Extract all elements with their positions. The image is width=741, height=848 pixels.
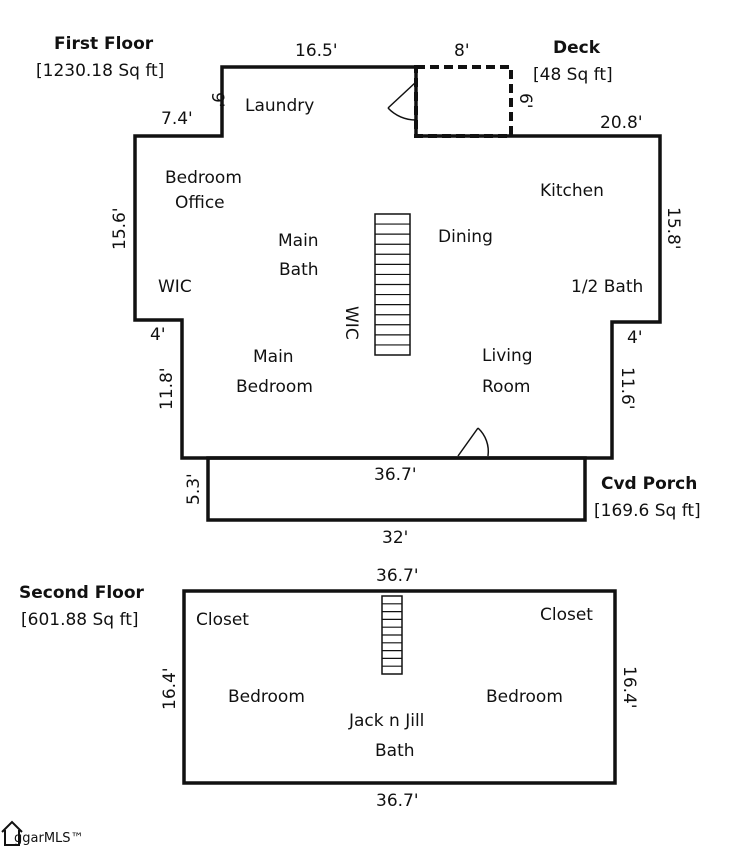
room-bedroom: Bedroom xyxy=(165,168,242,188)
dim-second-right: 16.4' xyxy=(619,666,639,709)
porch-outline xyxy=(206,456,587,522)
first-floor-title: First Floor xyxy=(54,34,154,54)
porch-title: Cvd Porch xyxy=(601,474,697,494)
dim-deck-depth: 6' xyxy=(515,93,535,109)
logo-text: ggarMLS™ xyxy=(14,831,84,846)
dim-right-step: 4' xyxy=(627,328,643,348)
room-wic-center: WIC xyxy=(341,306,361,340)
room-main-bedroom-1: Main xyxy=(253,347,294,367)
room-closet-left: Closet xyxy=(196,610,249,630)
mls-logo: ggarMLS™ xyxy=(1,820,84,846)
room-jnj-2: Bath xyxy=(375,741,415,761)
dim-second-top: 36.7' xyxy=(376,566,419,586)
porch-area: [169.6 Sq ft] xyxy=(594,501,701,521)
second-floor-area: [601.88 Sq ft] xyxy=(21,610,139,630)
dim-notch-v: 9' xyxy=(207,92,227,108)
dim-left-upper: 15.6' xyxy=(110,207,130,250)
dim-porch-depth: 5.3' xyxy=(184,473,204,505)
dim-top: 16.5' xyxy=(295,41,338,61)
room-laundry: Laundry xyxy=(245,96,314,116)
deck-outline xyxy=(414,65,513,138)
deck-title: Deck xyxy=(553,38,601,58)
dim-second-bottom: 36.7' xyxy=(376,791,419,811)
second-floor-outline xyxy=(182,589,617,785)
first-floor-outline xyxy=(133,65,662,460)
room-bedroom-left: Bedroom xyxy=(228,687,305,707)
stairs-first-floor xyxy=(374,213,411,356)
stairs-second-floor xyxy=(381,595,403,675)
room-wic-left: WIC xyxy=(158,277,192,297)
room-main-bedroom-2: Bedroom xyxy=(236,377,313,397)
house-icon xyxy=(1,820,23,846)
first-floor-area: [1230.18 Sq ft] xyxy=(36,61,164,81)
room-half-bath: 1/2 Bath xyxy=(571,277,643,297)
dim-right-top: 20.8' xyxy=(600,113,643,133)
dim-second-left: 16.4' xyxy=(160,667,180,710)
dim-right-lower: 11.6' xyxy=(617,367,637,410)
room-main-bath-1: Main xyxy=(278,231,319,251)
dim-deck-width: 8' xyxy=(454,41,470,61)
room-main-bath-2: Bath xyxy=(279,260,319,280)
deck-door-swing xyxy=(387,81,417,121)
dim-bottom: 36.7' xyxy=(374,465,417,485)
room-living-1: Living xyxy=(482,346,533,366)
dim-porch-width: 32' xyxy=(382,528,408,548)
deck-area: [48 Sq ft] xyxy=(533,65,613,85)
dim-right-upper: 15.8' xyxy=(663,207,683,250)
dim-left-step: 4' xyxy=(150,325,166,345)
room-jnj-1: Jack n Jill xyxy=(348,711,424,731)
room-closet-right: Closet xyxy=(540,605,593,625)
room-living-2: Room xyxy=(482,377,530,397)
room-kitchen: Kitchen xyxy=(540,181,604,201)
front-door-swing xyxy=(457,427,490,457)
room-dining: Dining xyxy=(438,227,493,247)
dim-notch-h: 7.4' xyxy=(161,109,193,129)
dim-left-lower: 11.8' xyxy=(157,367,177,410)
second-floor-title: Second Floor xyxy=(19,583,145,603)
room-bedroom-right: Bedroom xyxy=(486,687,563,707)
room-office: Office xyxy=(175,193,225,213)
